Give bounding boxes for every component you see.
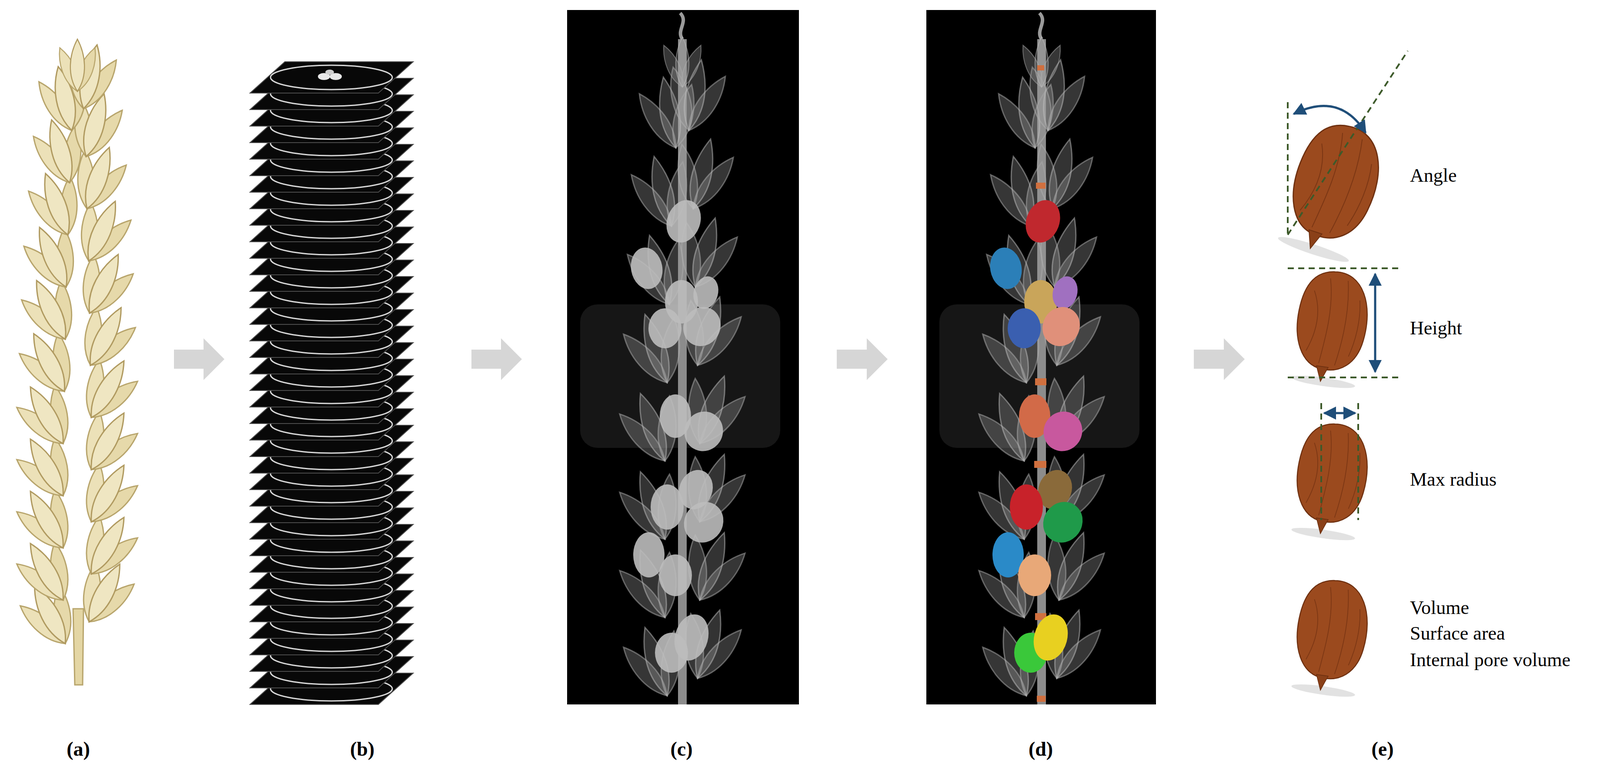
flow-arrow	[471, 338, 522, 381]
panel: (d)	[887, 4, 1194, 772]
trait-label: Max radius	[1409, 469, 1497, 491]
trait-label: Internal pore volume	[1409, 649, 1571, 671]
trait-label: Angle	[1409, 165, 1457, 187]
panel: (b)	[224, 4, 472, 772]
trait-label: Volume	[1409, 597, 1470, 619]
panel: (a)	[8, 4, 174, 772]
panel-label: (b)	[350, 738, 375, 761]
flow-arrow	[1193, 338, 1245, 381]
panel: (c)	[521, 4, 837, 772]
flow-arrow	[836, 338, 888, 381]
trait-label: Height	[1409, 317, 1463, 339]
panel-label: (a)	[66, 738, 91, 761]
panel-label: (c)	[670, 738, 693, 761]
flow-arrow	[173, 338, 225, 381]
trait-label: Surface area	[1409, 623, 1506, 645]
panel-label: (d)	[1028, 738, 1053, 761]
panel-label: (e)	[1371, 738, 1394, 761]
